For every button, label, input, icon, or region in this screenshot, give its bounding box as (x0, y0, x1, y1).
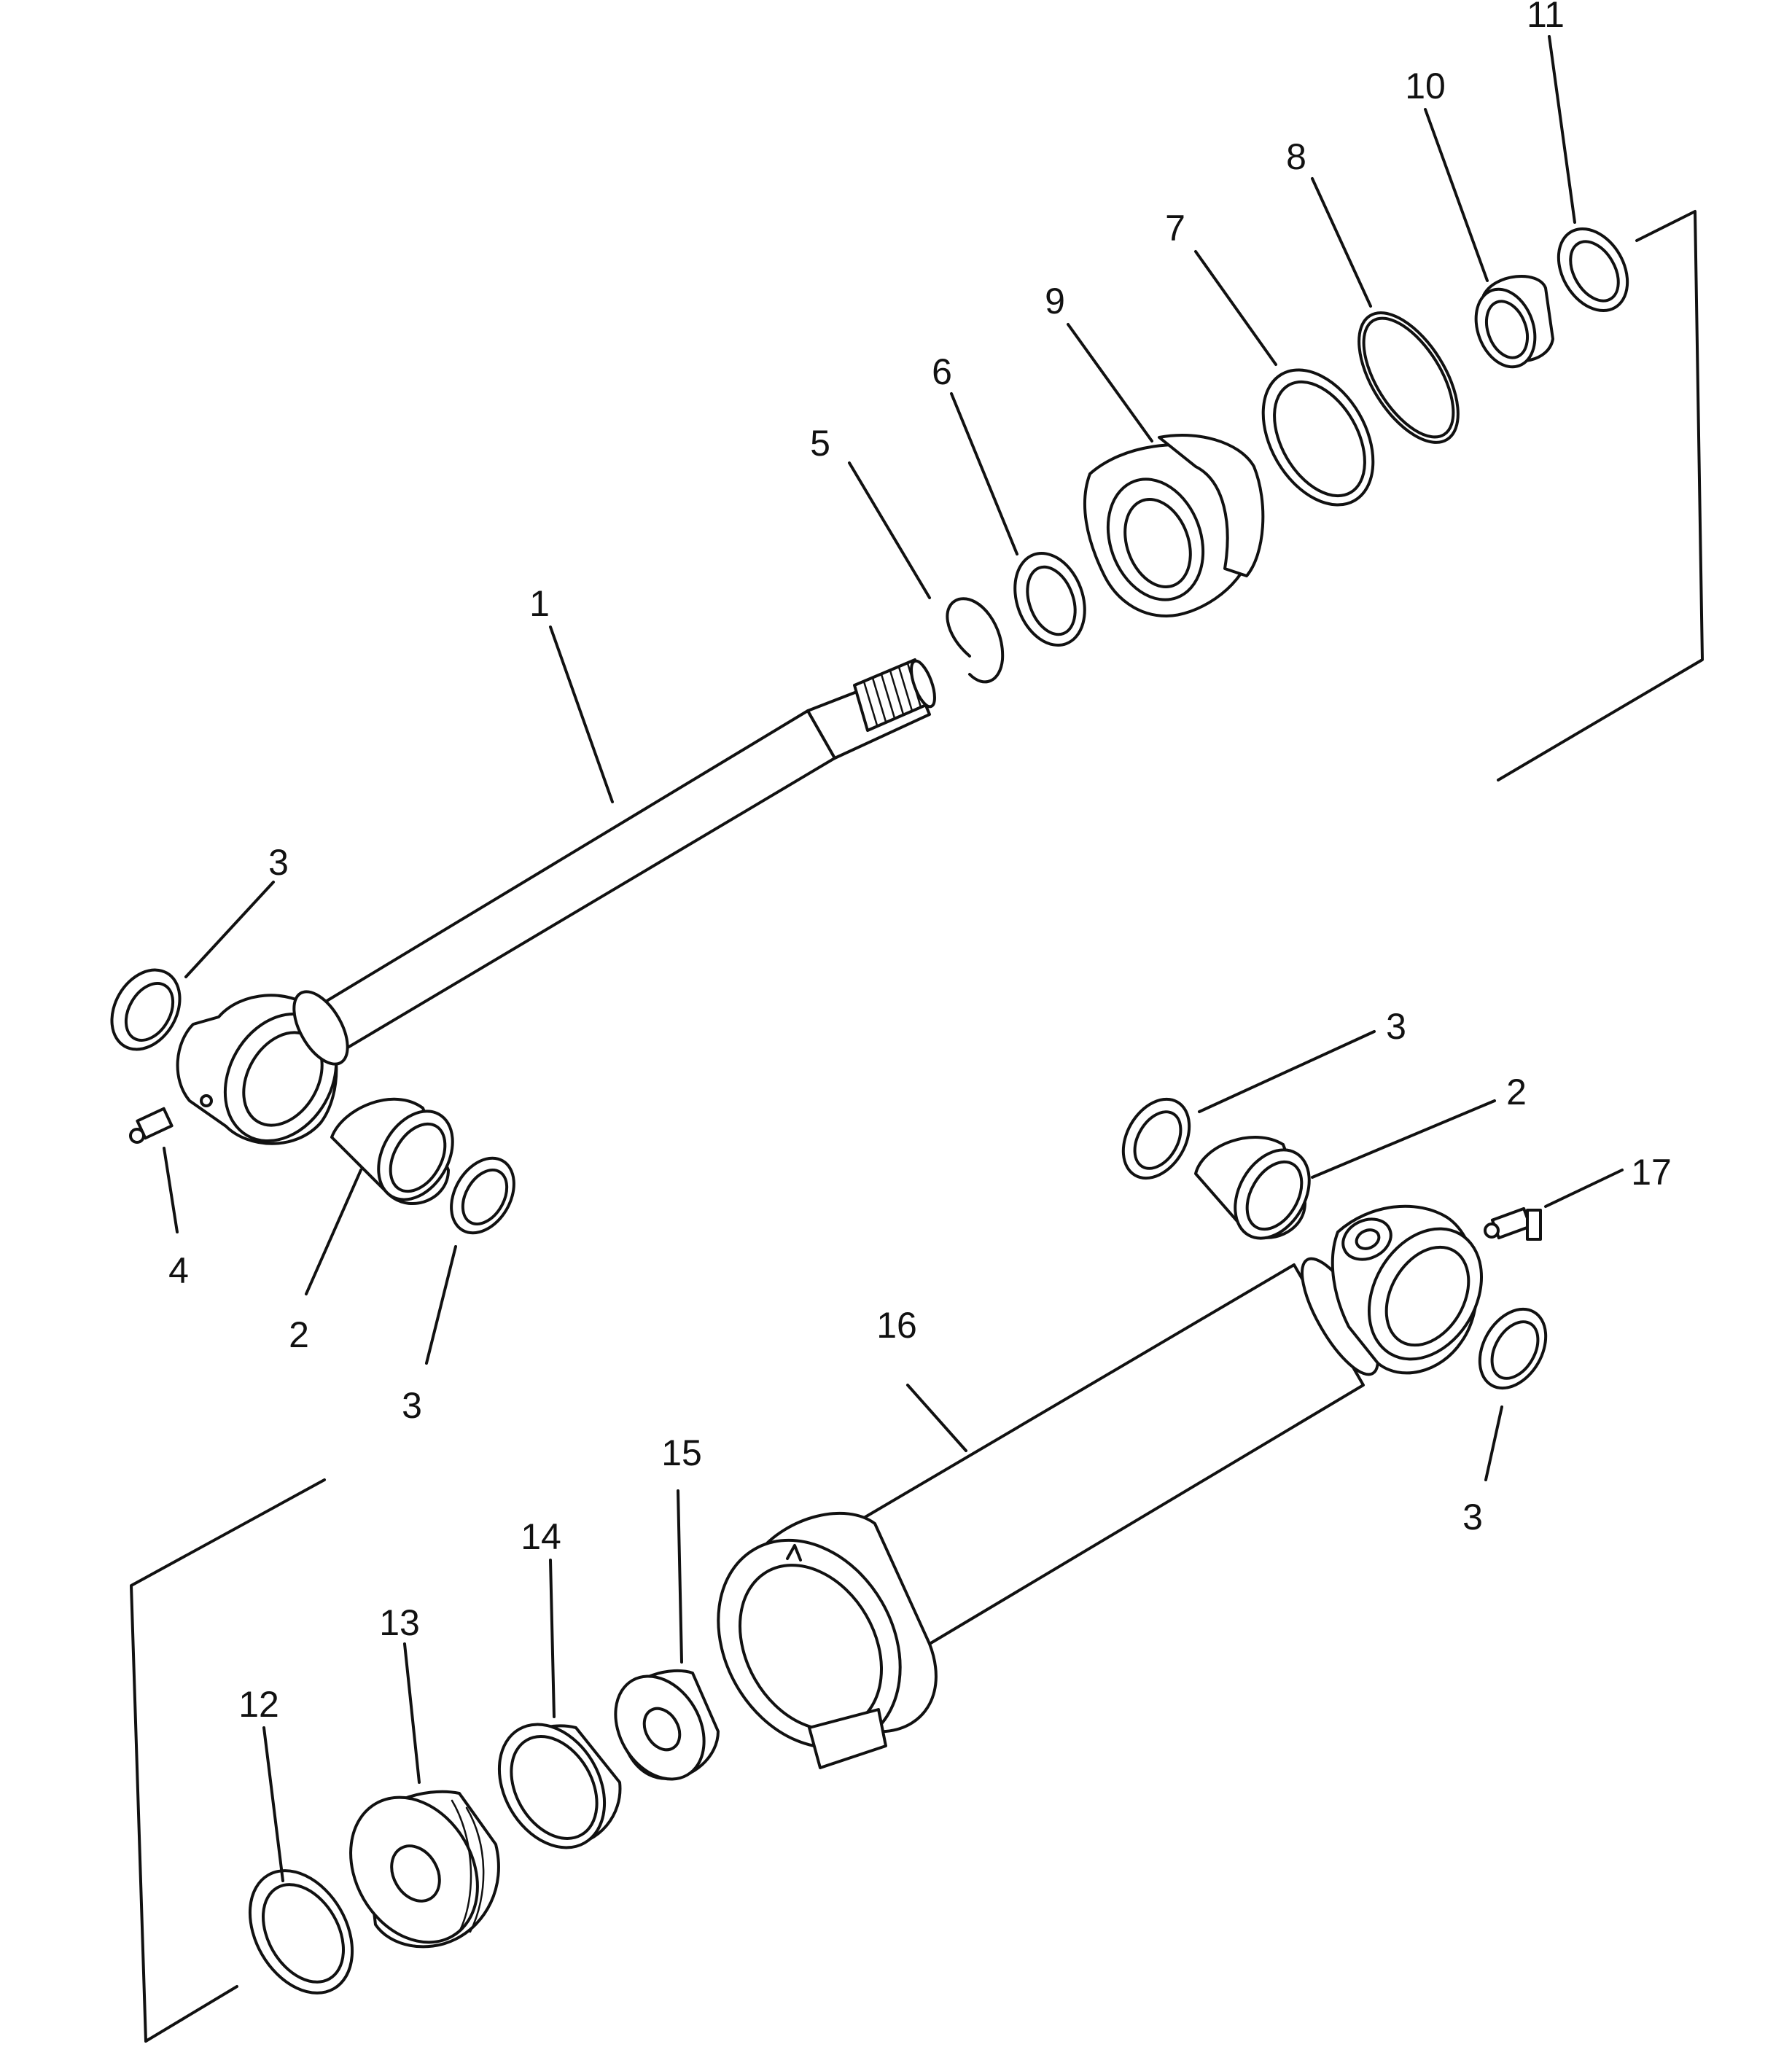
callout-3-tube-bottom: 3 (1462, 1497, 1483, 1537)
callout-9: 9 (1045, 281, 1065, 321)
cylinder-tube (717, 1204, 1484, 1769)
dust-seal-tube-top (1121, 1097, 1191, 1180)
nut (614, 1669, 720, 1781)
callout-4: 4 (168, 1250, 189, 1291)
grease-fitting (129, 1107, 174, 1144)
bushing-head (1474, 275, 1554, 369)
backup-ring (1261, 368, 1375, 507)
dust-seal-rod-left (110, 968, 182, 1051)
callout-11: 11 (1527, 0, 1565, 35)
callout-2-tube: 2 (1506, 1072, 1527, 1112)
callout-1: 1 (529, 583, 550, 624)
bracket-piston-group (130, 1478, 326, 2043)
wear-ring (497, 1723, 622, 1849)
callout-15: 15 (661, 1432, 702, 1473)
callout-3-rod-right: 3 (402, 1385, 422, 1426)
piston-rod (176, 658, 936, 1145)
grease-fitting-tube (1484, 1206, 1542, 1241)
bushing-tube (1194, 1136, 1311, 1240)
callout-14: 14 (521, 1516, 561, 1557)
piston-ring (248, 1869, 354, 1995)
callout-16: 16 (876, 1305, 917, 1346)
callout-3-tube-top: 3 (1386, 1006, 1406, 1047)
dust-seal-tube-bottom (1478, 1307, 1548, 1390)
callout-8: 8 (1286, 136, 1306, 177)
cylinder-head (1083, 434, 1265, 617)
bushing-rod (330, 1097, 454, 1205)
leader-lines (163, 35, 1624, 1882)
callout-12: 12 (238, 1684, 279, 1725)
snap-ring (946, 597, 1005, 684)
callout-13: 13 (379, 1602, 420, 1643)
callout-7: 7 (1165, 208, 1185, 249)
callout-5: 5 (810, 423, 830, 464)
callout-6: 6 (932, 351, 952, 392)
callout-10: 10 (1405, 66, 1446, 106)
callout-3-rod-left: 3 (268, 842, 289, 883)
rod-packing (1013, 552, 1086, 647)
dust-seal-head (1557, 227, 1629, 313)
bracket-head-group (1497, 210, 1704, 781)
callout-2-rod: 2 (289, 1314, 309, 1355)
piston (349, 1790, 500, 1949)
dust-seal-rod-right (450, 1156, 515, 1235)
o-ring (1357, 311, 1460, 444)
callout-17: 17 (1631, 1152, 1672, 1193)
